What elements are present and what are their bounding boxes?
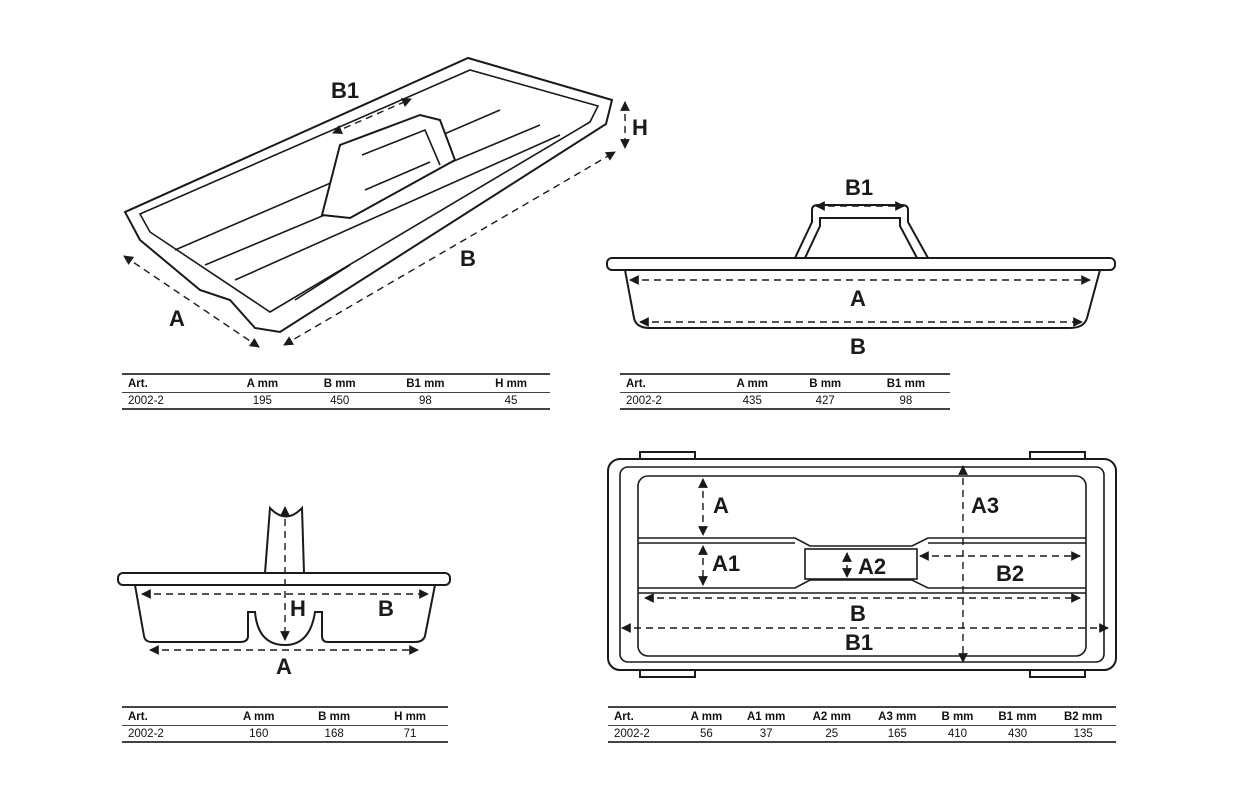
header-cell: B1 mm bbox=[861, 374, 950, 393]
cell: 25 bbox=[825, 727, 839, 740]
header-cell: B mm bbox=[788, 374, 862, 393]
table-row: 2002-2 56 37 25 165 410 430 135 bbox=[608, 726, 1116, 743]
cell: 37 bbox=[759, 727, 773, 740]
header-cell: B mm bbox=[930, 707, 985, 726]
top-view-drawing: A A1 A2 A3 B2 B B1 bbox=[607, 451, 1117, 678]
spec-table-iso: Art. A mm B mm B1 mm H mm 2002-2 195 450… bbox=[122, 373, 550, 410]
table-row: 2002-2 160 168 71 bbox=[122, 726, 448, 743]
end-view-drawing: H B A bbox=[117, 505, 451, 679]
header-cell: H mm bbox=[472, 374, 550, 393]
cell: 135 bbox=[1073, 727, 1093, 740]
spec-table-top: Art. A mm A1 mm A2 mm A3 mm B mm B1 mm B… bbox=[608, 706, 1116, 743]
table-header-row: Art. A mm B mm B1 mm bbox=[620, 374, 950, 393]
label-h: H bbox=[632, 115, 648, 140]
cell: 98 bbox=[899, 394, 913, 407]
cell: 427 bbox=[815, 394, 835, 407]
header-cell: H mm bbox=[372, 707, 448, 726]
header-cell: B1 mm bbox=[378, 374, 473, 393]
label-b: B bbox=[378, 596, 394, 621]
label-b: B bbox=[850, 601, 866, 626]
table-header-row: Art. A mm B mm H mm bbox=[122, 707, 448, 726]
header-cell: Art. bbox=[122, 374, 224, 393]
header-cell: B mm bbox=[300, 374, 379, 393]
header-cell: A3 mm bbox=[864, 707, 931, 726]
cell: 2002-2 bbox=[128, 394, 164, 407]
cell: 2002-2 bbox=[614, 727, 650, 740]
label-h: H bbox=[290, 596, 306, 621]
header-cell: B2 mm bbox=[1050, 707, 1116, 726]
cell: 160 bbox=[249, 727, 269, 740]
header-cell: A2 mm bbox=[798, 707, 865, 726]
label-b1: B1 bbox=[331, 78, 359, 103]
label-a: A bbox=[713, 493, 729, 518]
table-header-row: Art. A mm B mm B1 mm H mm bbox=[122, 374, 550, 393]
cell: 165 bbox=[887, 727, 907, 740]
cell: 56 bbox=[700, 727, 713, 740]
iso-view-drawing: B1 H B A bbox=[123, 56, 648, 348]
header-cell: B mm bbox=[296, 707, 373, 726]
cell: 450 bbox=[330, 394, 350, 407]
header-cell: A1 mm bbox=[733, 707, 799, 726]
label-b1: B1 bbox=[845, 630, 873, 655]
label-b1: B1 bbox=[845, 175, 873, 200]
label-a: A bbox=[850, 286, 866, 311]
cell: 435 bbox=[742, 394, 762, 407]
cell: 98 bbox=[418, 394, 432, 407]
cell: 168 bbox=[324, 727, 344, 740]
header-cell: Art. bbox=[122, 707, 222, 726]
header-cell: A mm bbox=[716, 374, 789, 393]
cell: 410 bbox=[947, 727, 968, 740]
header-cell: Art. bbox=[620, 374, 717, 393]
header-cell: A mm bbox=[221, 707, 297, 726]
cell: 71 bbox=[403, 727, 417, 740]
label-b: B bbox=[850, 334, 866, 359]
cell: 195 bbox=[252, 394, 272, 407]
header-cell: B1 mm bbox=[984, 707, 1051, 726]
table-header-row: Art. A mm A1 mm A2 mm A3 mm B mm B1 mm B… bbox=[608, 707, 1116, 726]
label-b: B bbox=[460, 246, 476, 271]
cell: 2002-2 bbox=[128, 727, 164, 740]
table-row: 2002-2 195 450 98 45 bbox=[122, 393, 550, 410]
label-a1: A1 bbox=[712, 551, 740, 576]
label-a2: A2 bbox=[858, 554, 886, 579]
cell: 2002-2 bbox=[626, 394, 662, 407]
cell: 45 bbox=[504, 394, 518, 407]
side-view-drawing: B1 A B bbox=[606, 175, 1116, 359]
header-cell: Art. bbox=[608, 707, 680, 726]
header-cell: A mm bbox=[223, 374, 301, 393]
cell: 430 bbox=[1007, 727, 1028, 740]
label-b2: B2 bbox=[996, 561, 1024, 586]
header-cell: A mm bbox=[679, 707, 734, 726]
label-a: A bbox=[169, 306, 185, 331]
label-a: A bbox=[276, 654, 292, 679]
table-row: 2002-2 435 427 98 bbox=[620, 393, 950, 410]
spec-table-end: Art. A mm B mm H mm 2002-2 160 168 71 bbox=[122, 706, 448, 743]
label-a3: A3 bbox=[971, 493, 999, 518]
spec-table-side: Art. A mm B mm B1 mm 2002-2 435 427 98 bbox=[620, 373, 950, 410]
